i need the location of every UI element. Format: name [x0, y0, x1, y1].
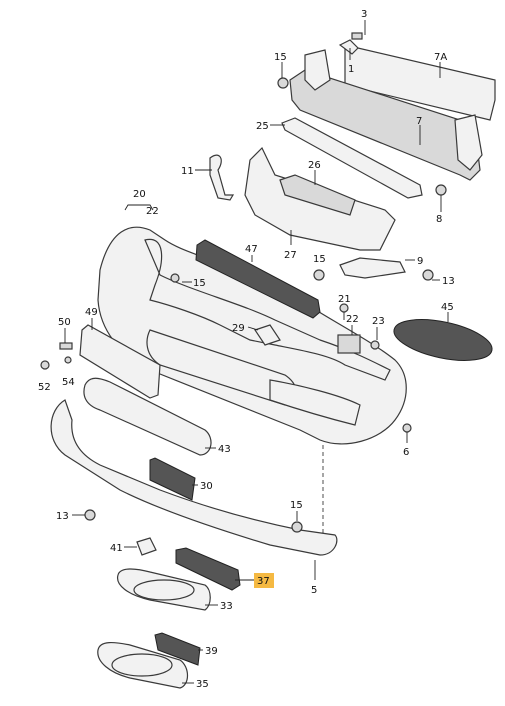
part-35-fog-opening	[111, 653, 173, 677]
leader-lines	[64, 20, 449, 684]
part-26-insert	[279, 174, 356, 216]
part-11-bracket	[209, 154, 235, 201]
label-25: 25	[256, 121, 269, 132]
part-15-bolt-top	[277, 77, 289, 89]
part-21-clip	[339, 303, 349, 313]
label-15-left: 15	[193, 278, 206, 289]
label-26: 26	[308, 160, 321, 171]
label-11: 11	[181, 166, 194, 177]
label-7: 7	[416, 116, 422, 127]
part-15-bolt-mid	[313, 269, 325, 281]
part-50-screw	[59, 342, 73, 350]
label-47: 47	[245, 244, 258, 255]
label-5: 5	[311, 585, 317, 596]
label-13-lower: 13	[56, 511, 69, 522]
label-27: 27	[284, 250, 297, 261]
part-13-bolt-right	[422, 269, 434, 281]
part-3-bolt	[351, 32, 363, 40]
part-9-bracket	[339, 257, 406, 279]
label-37-highlight	[254, 573, 274, 588]
label-54: 54	[62, 377, 75, 388]
label-45: 45	[441, 302, 454, 313]
part-5-spoiler	[50, 399, 338, 556]
label-30: 30	[200, 481, 213, 492]
label-13-right: 13	[442, 276, 455, 287]
part-39-grille	[154, 632, 201, 666]
part-43-grille-frame	[83, 377, 212, 456]
part-bumper-upper-lip	[144, 238, 391, 381]
label-3: 3	[361, 9, 367, 20]
part-carrier-bracket-left	[304, 49, 331, 91]
part-22-bracket	[337, 334, 361, 354]
part-29-cap	[254, 324, 281, 346]
label-29: 29	[232, 323, 245, 334]
label-6: 6	[403, 447, 409, 458]
part-25-rail	[281, 117, 423, 199]
part-8-bolt	[435, 184, 447, 196]
part-41-cap	[136, 537, 157, 556]
part-7a-panel	[344, 44, 496, 121]
label-21: 21	[338, 294, 351, 305]
label-35: 35	[196, 679, 209, 690]
label-52: 52	[38, 382, 51, 393]
part-45-side-grille	[393, 319, 493, 361]
part-6-clip	[402, 423, 412, 433]
part-15-bolt-lower	[291, 521, 303, 533]
label-15-mid: 15	[313, 254, 326, 265]
label-39: 39	[205, 646, 218, 657]
label-33: 33	[220, 601, 233, 612]
part-7-carrier	[289, 69, 481, 181]
label-8: 8	[436, 214, 442, 225]
label-41: 41	[110, 543, 123, 554]
part-30-grille	[149, 457, 196, 501]
part-54-nut	[64, 356, 72, 364]
label-20: 20	[133, 189, 146, 200]
part-37-grille	[175, 547, 241, 591]
label-50: 50	[58, 317, 71, 328]
label-22-top: 22	[146, 206, 159, 217]
label-22-mid: 22	[346, 314, 359, 325]
callout-labels: 3 1 7A 15 7 25 11 26 8 20 22 47 9 27 15 …	[38, 9, 455, 690]
part-23-screw	[370, 340, 380, 350]
label-15-lower: 15	[290, 500, 303, 511]
part-49-plate-mount	[79, 324, 161, 399]
part-47-grille	[195, 239, 321, 319]
label-15-top: 15	[274, 52, 287, 63]
part-52-bolt	[40, 360, 50, 370]
part-33-fog-opening	[133, 579, 195, 601]
label-9: 9	[417, 256, 423, 267]
label-43: 43	[218, 444, 231, 455]
label-7a: 7A	[434, 52, 447, 63]
label-23: 23	[372, 316, 385, 327]
label-49: 49	[85, 307, 98, 318]
part-13-bolt-lower	[84, 509, 96, 521]
part-1-clip	[338, 39, 359, 55]
part-bumper-side-vent	[269, 379, 361, 426]
part-15-bolt-left	[170, 273, 180, 283]
part-carrier-bracket-right	[454, 114, 483, 171]
label-37: 37	[257, 576, 270, 587]
label-1: 1	[348, 64, 354, 75]
